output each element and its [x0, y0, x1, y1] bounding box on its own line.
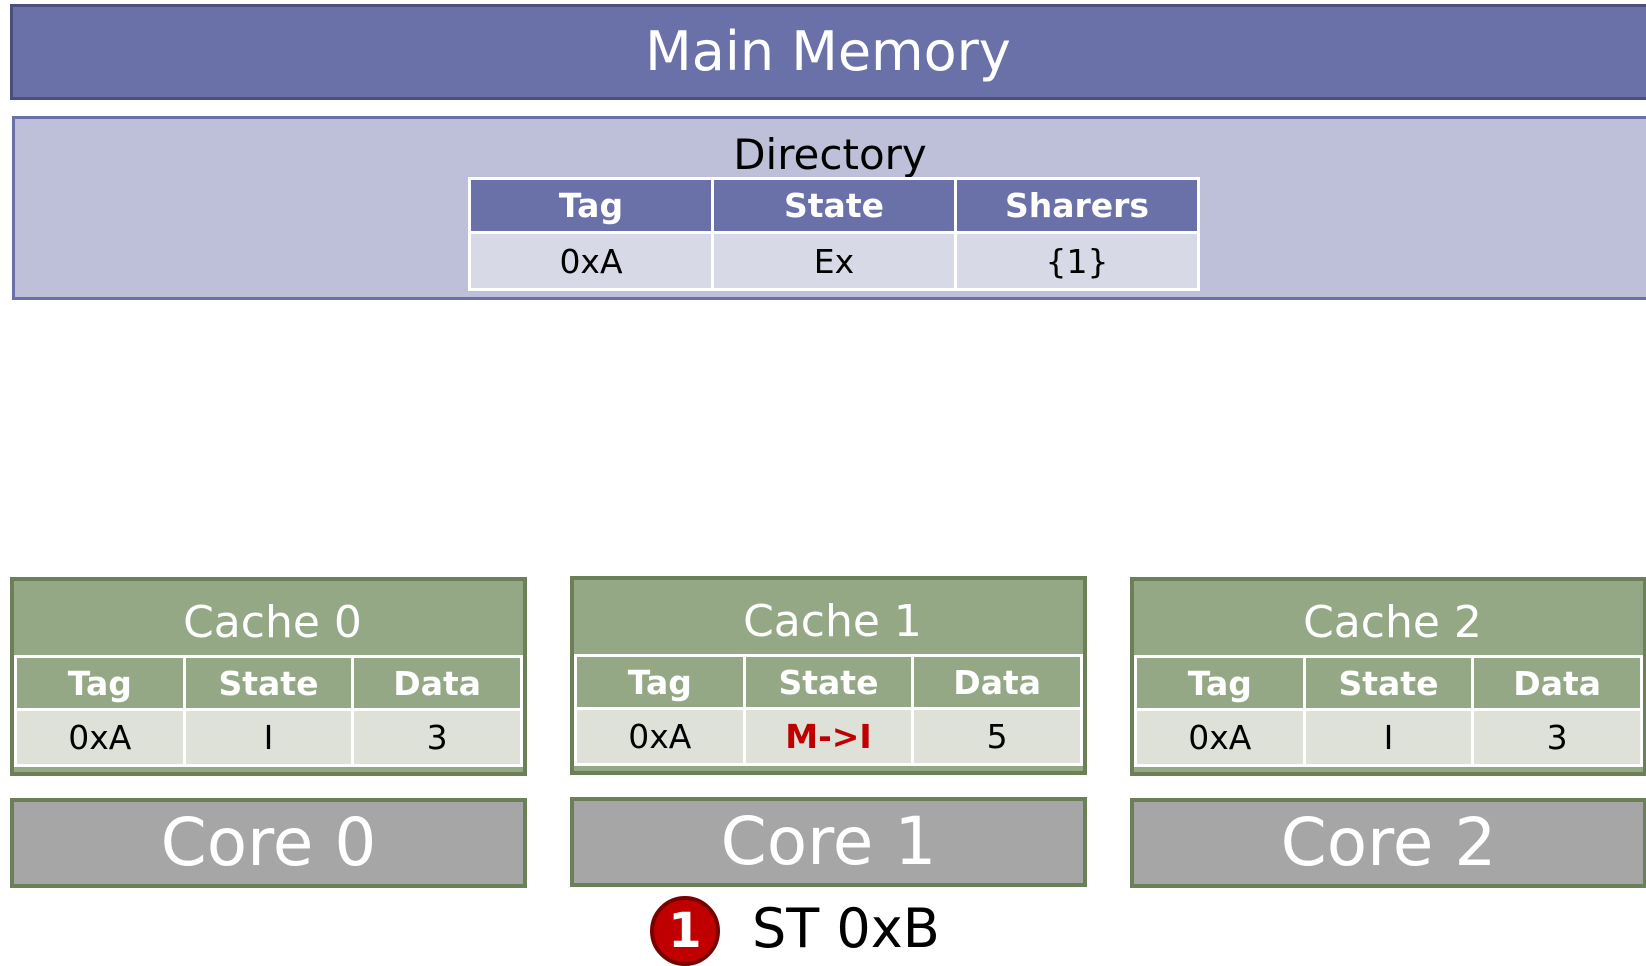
- cache-0-title: Cache 0: [183, 597, 362, 648]
- directory-cell-tag: 0xA: [468, 231, 714, 291]
- cache-1-header-data: Data: [911, 654, 1083, 710]
- main-memory-bar: Main Memory: [10, 4, 1646, 100]
- cache-1-header-state: State: [742, 654, 915, 710]
- directory-header-row: Tag State Sharers: [468, 177, 1200, 234]
- core-2: Core 2: [1130, 798, 1646, 888]
- cache-2-cell-state: I: [1302, 708, 1475, 767]
- cache-1: Cache 1 Tag State Data 0xA M->I 5: [570, 576, 1087, 775]
- cache-2: Cache 2 Tag State Data 0xA I 3: [1130, 577, 1646, 776]
- cache-2-header-row: Tag State Data: [1134, 655, 1643, 711]
- cache-2-cell-tag: 0xA: [1134, 708, 1306, 767]
- directory-header-tag: Tag: [468, 177, 714, 234]
- cache-0-table: Tag State Data 0xA I 3: [14, 655, 523, 767]
- cache-1-entry-row: 0xA M->I 5: [574, 707, 1083, 766]
- cache-1-title: Cache 1: [743, 596, 922, 647]
- cache-2-table: Tag State Data 0xA I 3: [1134, 655, 1643, 767]
- cache-2-header-tag: Tag: [1134, 655, 1306, 711]
- main-memory-label: Main Memory: [645, 20, 1011, 83]
- cache-1-cell-state: M->I: [742, 707, 915, 766]
- directory-header-sharers: Sharers: [954, 177, 1200, 234]
- cache-0-header-row: Tag State Data: [14, 655, 523, 711]
- cache-0-cell-tag: 0xA: [14, 708, 186, 767]
- step-number-badge: 1: [650, 896, 720, 966]
- cache-1-cell-data: 5: [911, 707, 1083, 766]
- operation-text: ST 0xB: [752, 897, 940, 960]
- cache-0-entry-row: 0xA I 3: [14, 708, 523, 767]
- cache-2-entry-row: 0xA I 3: [1134, 708, 1643, 767]
- directory-entry-row: 0xA Ex {1}: [468, 231, 1200, 291]
- cache-2-header-data: Data: [1471, 655, 1643, 711]
- directory-title: Directory: [733, 130, 927, 179]
- cache-1-cell-tag: 0xA: [574, 707, 746, 766]
- directory-cell-state: Ex: [711, 231, 957, 291]
- cache-1-table: Tag State Data 0xA M->I 5: [574, 654, 1083, 766]
- cache-0-header-tag: Tag: [14, 655, 186, 711]
- directory-cell-sharers: {1}: [954, 231, 1200, 291]
- cache-0: Cache 0 Tag State Data 0xA I 3: [10, 577, 527, 776]
- cache-0-cell-state: I: [182, 708, 355, 767]
- directory-table: Tag State Sharers 0xA Ex {1}: [468, 177, 1200, 291]
- core-1: Core 1: [570, 797, 1087, 887]
- cache-0-header-data: Data: [351, 655, 523, 711]
- cache-2-header-state: State: [1302, 655, 1475, 711]
- cache-0-header-state: State: [182, 655, 355, 711]
- directory-header-state: State: [711, 177, 957, 234]
- cache-2-cell-data: 3: [1471, 708, 1643, 767]
- cache-1-header-row: Tag State Data: [574, 654, 1083, 710]
- core-0: Core 0: [10, 798, 527, 888]
- cache-2-title: Cache 2: [1303, 597, 1482, 648]
- cache-1-header-tag: Tag: [574, 654, 746, 710]
- cache-0-cell-data: 3: [351, 708, 523, 767]
